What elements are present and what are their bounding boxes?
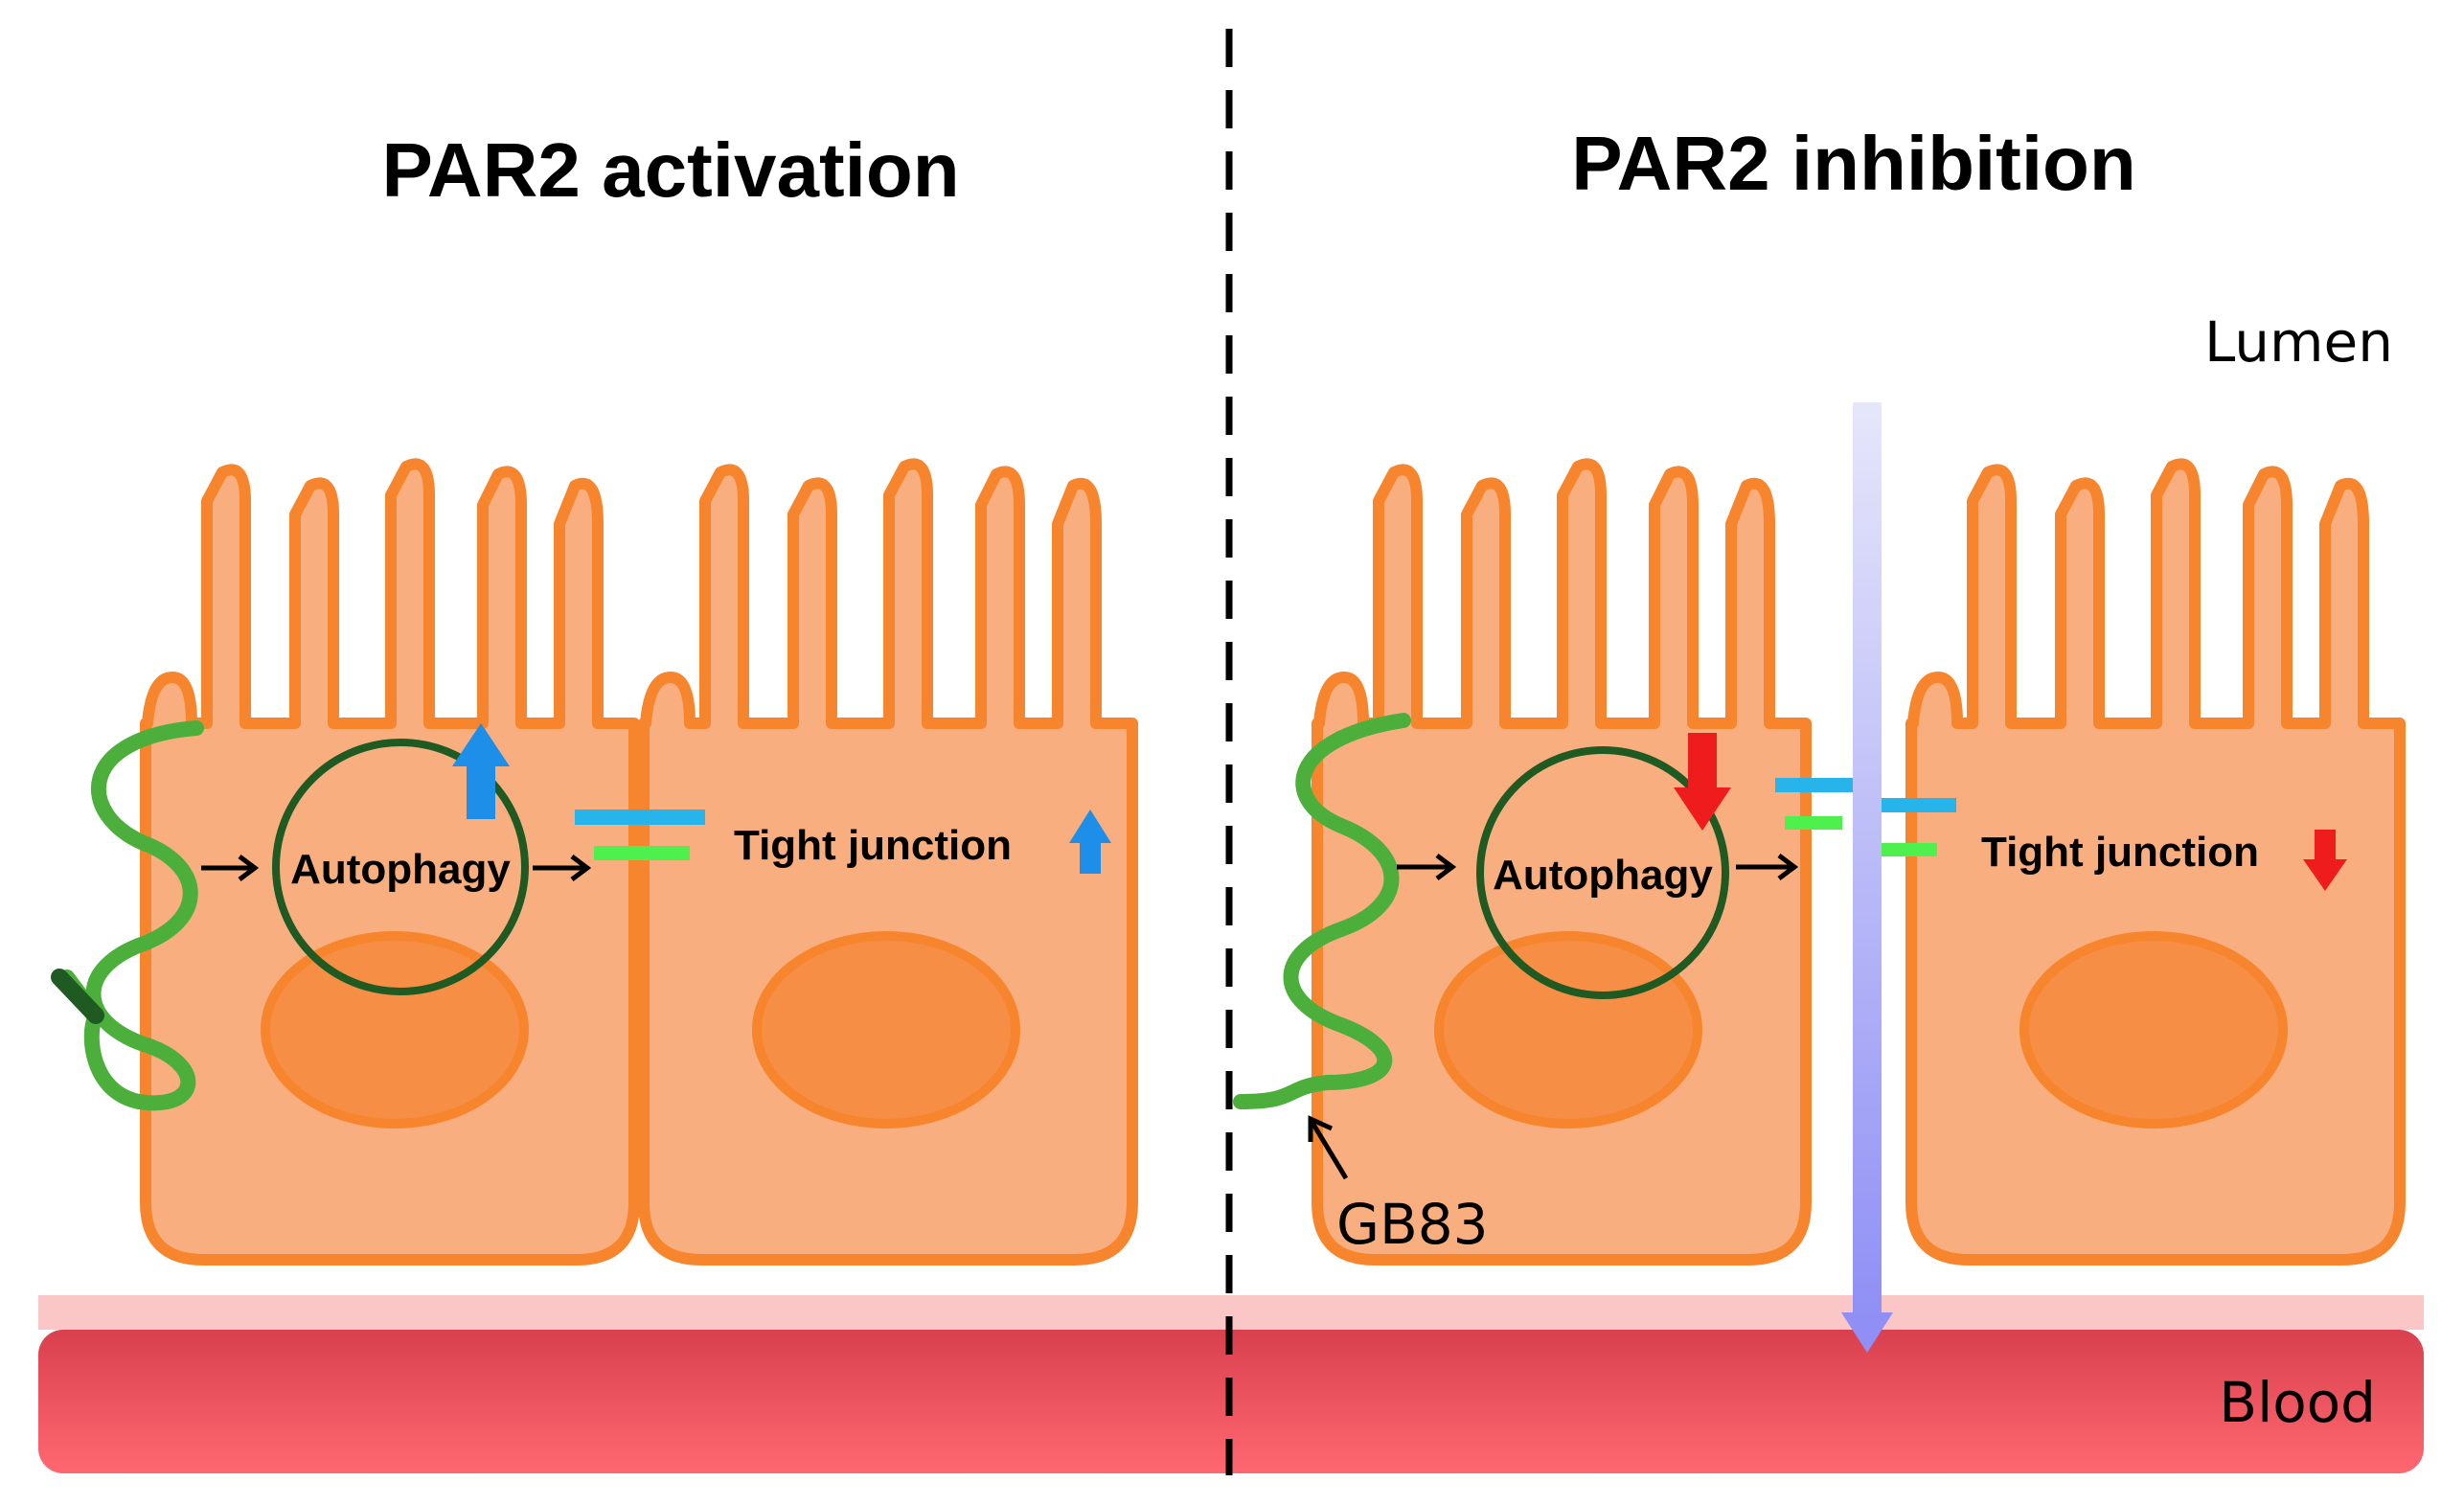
arrow-up-icon: [452, 723, 510, 819]
gb83-pointer: [1308, 1115, 1349, 1180]
leak-arrow-shaft: [1853, 402, 1882, 1322]
par2-receptor-right: [1233, 713, 1411, 1109]
arrow-down-icon: [2303, 830, 2347, 891]
tight-junction-label-left: Tight junction: [734, 822, 1012, 869]
junction-bar-green-left: [594, 846, 690, 860]
flow-arrow-left-out: [533, 855, 592, 881]
par2-receptor-left: [85, 720, 204, 1111]
junction-bar-blue-left: [575, 810, 705, 825]
arrow-down-icon: [1674, 733, 1731, 831]
lumen-label: Lumen: [2204, 309, 2393, 375]
tight-junction-label-right: Tight junction: [1981, 829, 2259, 876]
autophagy-ring-left: [272, 739, 529, 995]
cleaved-segment: [51, 969, 104, 1024]
nuclei: [261, 931, 2288, 1129]
title-inhibition: PAR2 inhibition: [1571, 121, 2136, 206]
arrow-up-icon: [1069, 810, 1111, 874]
blood-label: Blood: [2219, 1370, 2376, 1435]
flow-arrow-right-in: [1397, 854, 1457, 880]
junction-bar-blue-right-1: [1775, 778, 1855, 792]
nucleus-right-1: [1434, 931, 1702, 1129]
nucleus-left-2: [752, 931, 1020, 1129]
junction-bar-blue-right-2: [1880, 798, 1956, 812]
autophagy-ring-right: [1476, 746, 1729, 999]
title-activation: PAR2 activation: [381, 127, 959, 213]
flow-arrow-right-out: [1736, 854, 1799, 880]
autophagy-label-right: Autophagy: [1493, 852, 1713, 899]
nucleus-left-1: [261, 931, 529, 1129]
arrow-down-icon: [1841, 1312, 1893, 1353]
gb83-label: GB83: [1336, 1192, 1489, 1257]
autophagy-label-left: Autophagy: [290, 846, 511, 893]
junction-bar-green-right-1: [1785, 816, 1842, 830]
junction-bar-green-right-2: [1880, 843, 1937, 856]
nucleus-right-2: [2019, 931, 2288, 1129]
flow-arrow-left-in: [201, 855, 260, 881]
